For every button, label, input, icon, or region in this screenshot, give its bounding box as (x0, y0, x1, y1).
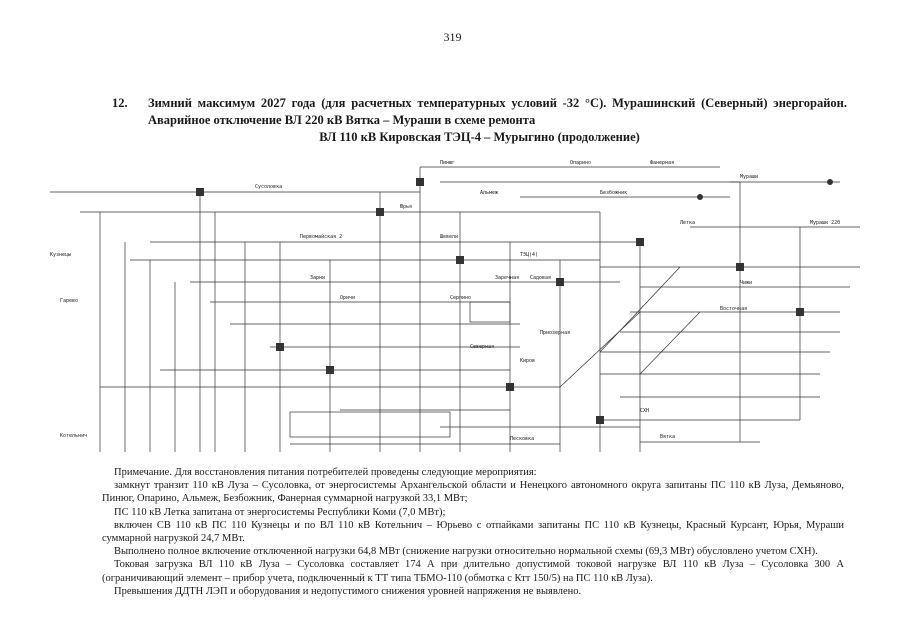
page-number: 319 (443, 30, 462, 44)
section-title-line2: ВЛ 110 кВ Кировская ТЭЦ-4 – Мурыгино (пр… (319, 130, 640, 144)
station-label: Гарево (60, 298, 78, 304)
note-paragraph: замкнут транзит 110 кВ Луза – Сусоловка,… (102, 480, 844, 505)
notes-section: Примечание. Для восстановления питания п… (102, 466, 844, 598)
note-paragraph: Токовая загрузка ВЛ 110 кВ Луза – Сусоло… (102, 559, 844, 584)
station-label: Заречная (495, 275, 519, 281)
station-label: Сусоловка (255, 184, 282, 190)
station-label: Шевели (440, 234, 458, 240)
note-paragraph: включен СВ 110 кВ ПС 110 Кузнецы и по ВЛ… (102, 519, 844, 545)
station-label: Оричи (340, 295, 355, 301)
station-label: ТЭЦ(4) (520, 252, 538, 258)
node-markers (196, 178, 833, 424)
section-heading: 12. Зимний максимум 2027 года (для расче… (112, 95, 847, 146)
note-paragraph: Превышения ДДТН ЛЭП и оборудования и нед… (114, 585, 582, 597)
station-label: Фанерная (650, 160, 674, 166)
station-label: Опарино (570, 160, 591, 166)
station-label: Кузнецы (50, 252, 71, 258)
station-label: Мураши 220 (810, 220, 840, 226)
station-label: Первомайская 2 (300, 234, 342, 240)
station-label: Мураши (740, 174, 758, 180)
station-label: Восточная (720, 306, 747, 312)
station-label: Юрья (400, 204, 412, 210)
station-label: Зарни (310, 275, 325, 281)
note-paragraph: Примечание. Для восстановления питания п… (114, 467, 537, 478)
station-label: Летка (680, 220, 695, 226)
station-label: Котельнич (60, 433, 87, 439)
station-label: Песковка (510, 436, 534, 442)
station-label: Серпино (450, 295, 471, 301)
section-title-line1: Зимний максимум 2027 года (для расчетных… (148, 96, 847, 127)
station-label: Приозерная (540, 330, 570, 336)
section-number: 12. (112, 96, 128, 110)
station-label: Вятка (660, 434, 675, 440)
station-label: Безбожник (600, 189, 627, 196)
note-paragraph: Выполнено полное включение отключенной н… (114, 546, 818, 558)
station-label: Альмеж (480, 190, 498, 196)
station-label: Северная (470, 344, 494, 350)
station-label: Пинюг (440, 160, 455, 166)
station-label: СХН (640, 408, 649, 414)
station-label: Чижи (740, 280, 752, 286)
station-label: Садовая (530, 275, 551, 281)
network-lines (50, 166, 860, 452)
station-label: Киров (520, 358, 535, 364)
note-paragraph: ПС 110 кВ Летка запитана от энергосистем… (114, 506, 446, 518)
